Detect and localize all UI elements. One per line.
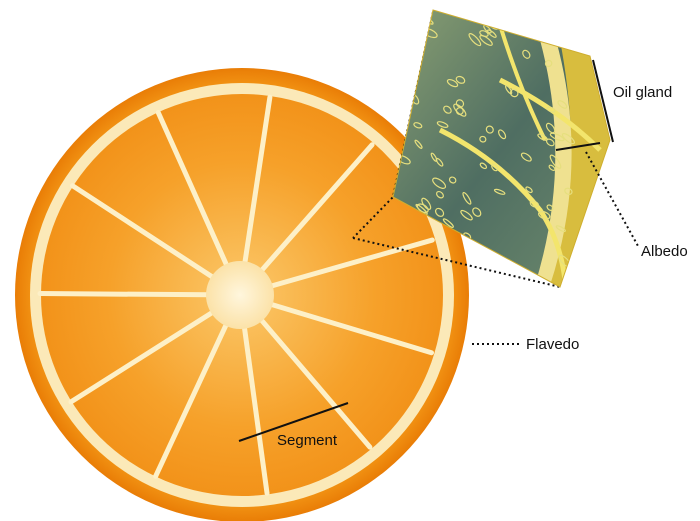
segment-label: Segment [277,432,337,449]
flavedo-label: Flavedo [526,336,579,353]
juice-vesicle [471,264,480,273]
juice-vesicle [410,34,419,41]
oil-gland-label: Oil gland [613,84,672,101]
juice-vesicle [409,51,420,63]
orange-slice [15,68,469,521]
albedo-leader-dotted [586,152,638,246]
juice-vesicle [410,27,421,38]
albedo-label: Albedo [641,243,688,260]
juice-vesicle [395,109,408,118]
orange-core [206,261,274,329]
segment-membrane [40,294,210,295]
juice-vesicle [479,249,490,262]
